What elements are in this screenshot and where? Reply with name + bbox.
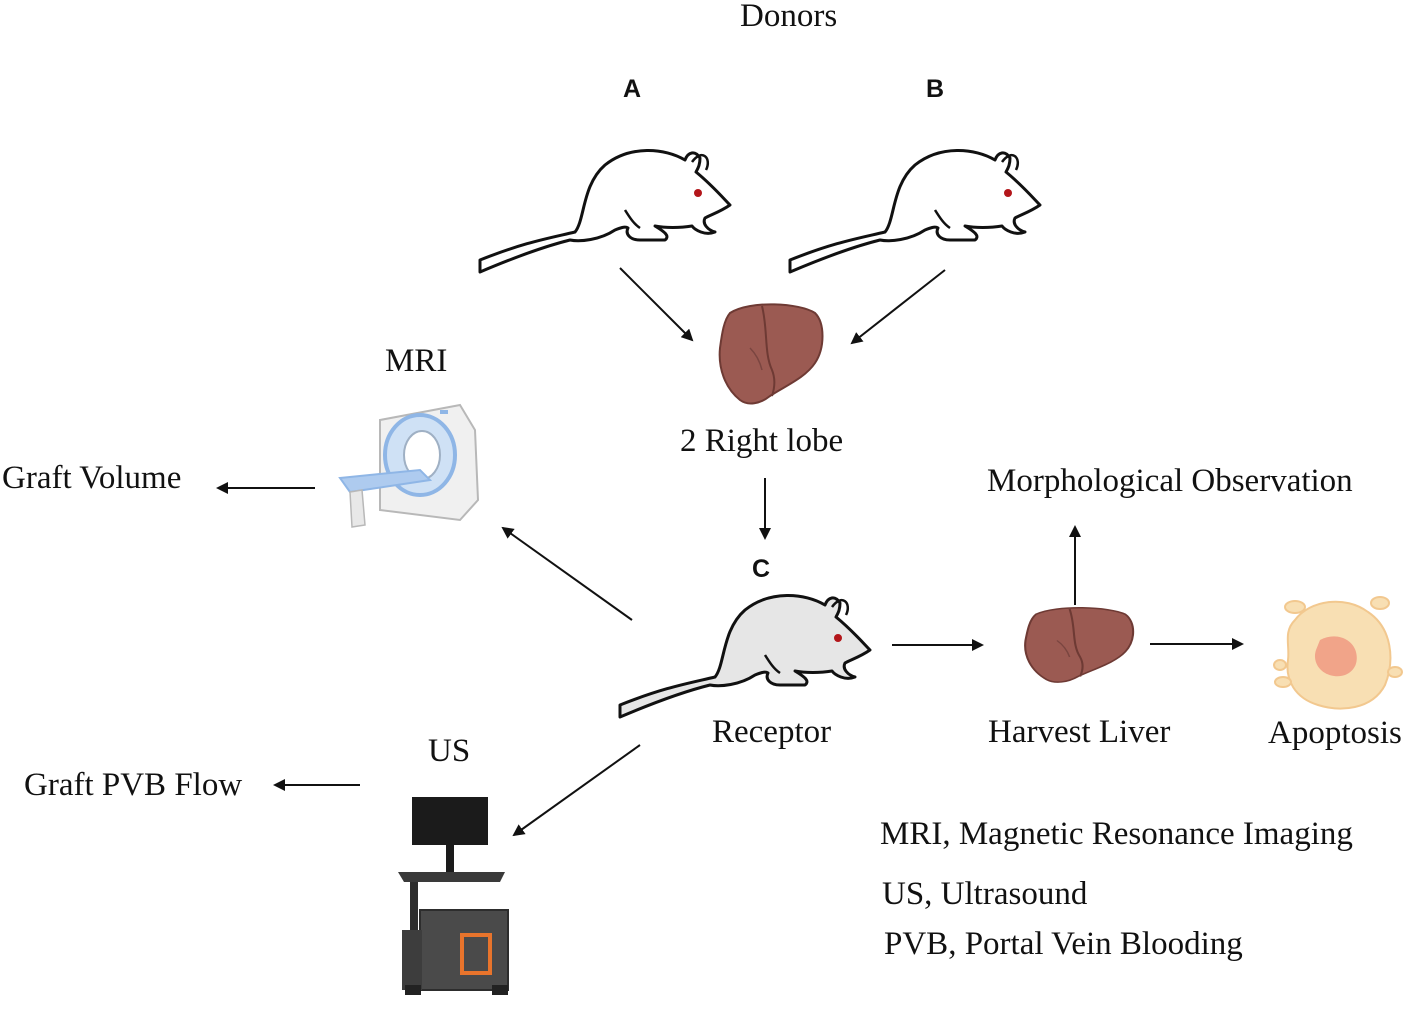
morphological-observation-label: Morphological Observation (987, 463, 1353, 499)
liver-icon (718, 303, 824, 405)
diagram-title: Donors (740, 0, 838, 34)
ultrasound-machine-icon (398, 797, 509, 995)
harvest-liver-label: Harvest Liver (988, 714, 1171, 750)
panel-label-a: A (623, 75, 642, 103)
mri-scanner-icon (338, 403, 480, 528)
arrow (512, 744, 641, 837)
receptor-label: Receptor (712, 714, 832, 750)
graft-pvb-flow-label: Graft PVB Flow (24, 767, 243, 803)
apoptotic-cell-icon (1273, 596, 1403, 710)
donor-output-label: 2 Right lobe (680, 423, 844, 459)
abbreviation-mri: MRI, Magnetic Resonance Imaging (880, 816, 1353, 852)
mouse-icon (788, 148, 1042, 274)
arrow (501, 526, 633, 621)
us-label: US (428, 733, 471, 769)
arrow (619, 267, 694, 342)
abbreviation-us: US, Ultrasound (882, 876, 1088, 912)
panel-label-c: C (752, 555, 771, 583)
abbreviation-pvb: PVB, Portal Vein Blooding (884, 926, 1243, 962)
flow-arrows (216, 267, 1244, 837)
mri-label: MRI (385, 343, 448, 379)
arrow (850, 269, 946, 345)
panel-label-b: B (926, 75, 945, 103)
graft-volume-label: Graft Volume (2, 460, 182, 496)
apoptosis-label: Apoptosis (1268, 715, 1402, 751)
mouse-icon (478, 148, 732, 274)
mouse-icon (618, 593, 872, 719)
liver-icon (1024, 606, 1135, 684)
